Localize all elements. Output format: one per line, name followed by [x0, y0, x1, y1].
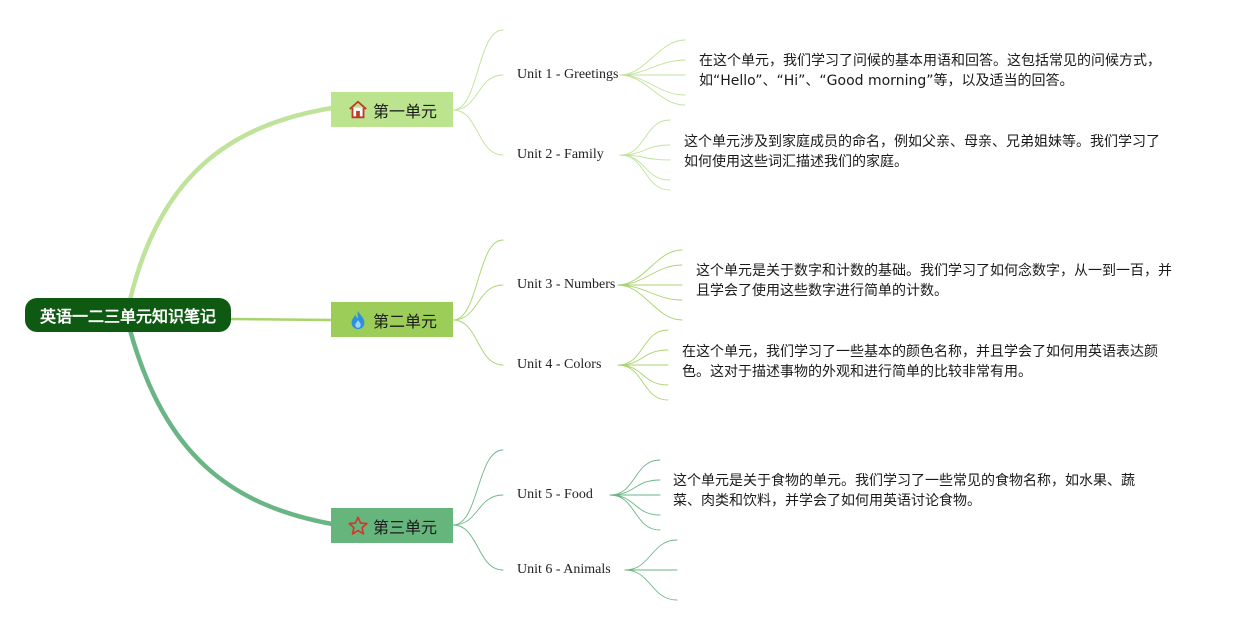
subtopic-unit-1[interactable]: Unit 1 - Greetings	[517, 67, 619, 82]
connector-branch1-fan-0	[452, 29, 504, 111]
branch-topic-label: 第一单元	[372, 101, 437, 121]
branch-topic-label: 第三单元	[372, 517, 437, 537]
root-topic[interactable]: 英语一二三单元知识笔记	[25, 298, 231, 332]
connector-unit5-fan-4	[609, 494, 661, 531]
connector-unit3-fan-1	[617, 264, 683, 286]
flame-icon	[347, 309, 369, 331]
connector-unit1-fan-4	[619, 74, 686, 106]
root-topic-label: 英语一二三单元知识笔记	[39, 307, 216, 326]
subtopic-unit-5[interactable]: Unit 5 - Food	[517, 487, 593, 502]
connector-unit3-fan-0	[617, 249, 683, 286]
connector-unit2-fan-0	[619, 119, 671, 156]
connector-branch3-fan-2	[452, 524, 504, 571]
subtopic-unit-3[interactable]: Unit 3 - Numbers	[517, 277, 616, 292]
connector-unit5-fan-0	[609, 459, 661, 496]
connector-unit6-fan-0	[624, 539, 678, 571]
connector-branch2-fan-0	[452, 239, 504, 321]
note-unit-2: 这个单元涉及到家庭成员的命名，例如父亲、母亲、兄弟姐妹等。我们学习了如何使用这些…	[684, 134, 1160, 170]
connector-unit4-fan-4	[617, 364, 669, 401]
connector-branch1-fan-2	[452, 109, 504, 156]
connector-branch3-fan-0	[452, 449, 504, 526]
branch-topic-unit-one[interactable]: 第一单元	[331, 92, 453, 127]
connector-unit6-fan-2	[624, 569, 678, 601]
connector-unit4-fan-1	[617, 349, 669, 366]
branch-topic-unit-three[interactable]: 第三单元	[331, 508, 453, 543]
note-unit-4: 在这个单元，我们学习了一些基本的颜色名称，并且学会了如何用英语表达颜色。这对于描…	[682, 344, 1158, 380]
connector-unit4-fan-0	[617, 329, 669, 366]
subtopic-unit-2[interactable]: Unit 2 - Family	[517, 147, 604, 162]
connector-root-branch-2	[229, 317, 334, 322]
connector-branch2-fan-1	[452, 284, 504, 321]
connector-unit3-fan-3	[617, 284, 683, 301]
connector-branch3-fan-1	[452, 494, 504, 526]
connector-unit5-fan-1	[609, 479, 661, 496]
note-unit-3: 这个单元是关于数字和计数的基础。我们学习了如何念数字，从一到一百，并且学会了使用…	[696, 263, 1172, 299]
note-unit-5: 这个单元是关于食物的单元。我们学习了一些常见的食物名称，如水果、蔬菜、肉类和饮料…	[673, 473, 1135, 509]
star-icon	[347, 515, 369, 537]
connector-branch1-fan-1	[452, 74, 504, 111]
connector-unit3-fan-4	[617, 284, 683, 321]
connector-root-branch-1	[127, 105, 335, 303]
subtopic-unit-4[interactable]: Unit 4 - Colors	[517, 357, 602, 372]
connector-root-branch-3	[127, 327, 335, 527]
house-icon	[347, 99, 369, 121]
note-unit-1: 在这个单元，我们学习了问候的基本用语和回答。这包括常见的问候方式，如“Hello…	[699, 53, 1161, 89]
connector-unit1-fan-3	[619, 74, 686, 96]
subtopic-unit-6[interactable]: Unit 6 - Animals	[517, 562, 611, 577]
branch-topic-label: 第二单元	[372, 311, 437, 331]
connector-unit2-fan-3	[619, 154, 671, 181]
connector-unit1-fan-1	[619, 59, 686, 76]
connector-unit2-fan-4	[619, 154, 671, 191]
branch-topic-unit-two[interactable]: 第二单元	[331, 302, 453, 337]
connector-branch2-fan-2	[452, 319, 504, 366]
connector-unit1-fan-0	[619, 39, 686, 76]
